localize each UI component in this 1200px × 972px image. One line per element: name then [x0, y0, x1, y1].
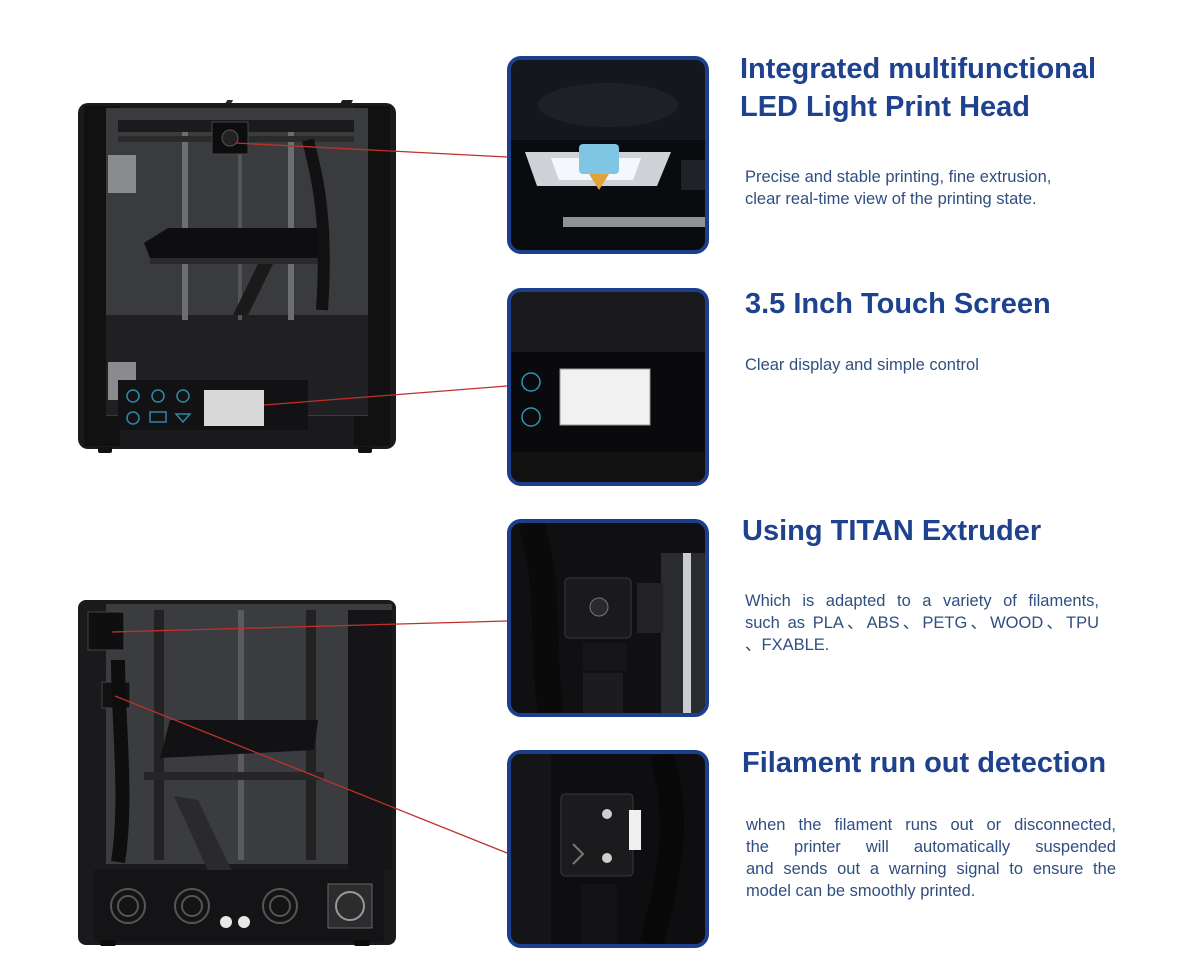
feature-desc-line: model can be smoothly printed.: [746, 882, 976, 900]
led-print-head-image: [507, 56, 709, 254]
titan-extruder-image: [507, 519, 709, 717]
feature-title-line: Filament run out detection: [742, 747, 1107, 779]
feature-desc-touch-screen: Clear display and simple control: [745, 354, 1105, 376]
feature-desc-line: 、FXABLE.: [745, 636, 830, 654]
feature-title-filament: Filament run out detection: [742, 744, 1106, 782]
feature-title-extruder: Using TITAN Extruder: [742, 512, 1041, 550]
feature-desc-line: when the filament runs out or disconnect…: [746, 816, 1116, 834]
filament-sensor-image: [507, 750, 709, 948]
feature-desc-line: such as PLA、ABS、PETG、WOOD、TPU: [745, 614, 1099, 632]
feature-desc-line: Which is adapted to a variety of filamen…: [745, 592, 1099, 610]
feature-desc-line: Precise and stable printing, fine extrus…: [745, 168, 1052, 186]
feature-title-line: 3.5 Inch Touch Screen: [745, 288, 1051, 320]
feature-desc-line: Clear display and simple control: [745, 356, 979, 374]
printer-side-image: [78, 600, 396, 946]
printer-front-image: [78, 100, 396, 453]
feature-desc-extruder: Which is adapted to a variety of filamen…: [745, 590, 1099, 656]
feature-desc-line: and sends out a warning signal to ensure…: [746, 860, 1116, 878]
feature-desc-filament: when the filament runs out or disconnect…: [746, 814, 1116, 902]
feature-title-print-head: Integrated multifunctional LED Light Pri…: [740, 50, 1096, 126]
feature-title-line: LED Light Print Head: [740, 91, 1030, 123]
feature-title-touch-screen: 3.5 Inch Touch Screen: [745, 285, 1051, 323]
feature-title-line: Integrated multifunctional: [740, 53, 1097, 85]
feature-desc-print-head: Precise and stable printing, fine extrus…: [745, 166, 1105, 210]
touch-screen-image: [507, 288, 709, 486]
feature-desc-line: clear real-time view of the printing sta…: [745, 190, 1037, 208]
feature-title-line: Using TITAN Extruder: [742, 515, 1042, 547]
feature-desc-line: the printer will automatically suspended: [746, 838, 1116, 856]
